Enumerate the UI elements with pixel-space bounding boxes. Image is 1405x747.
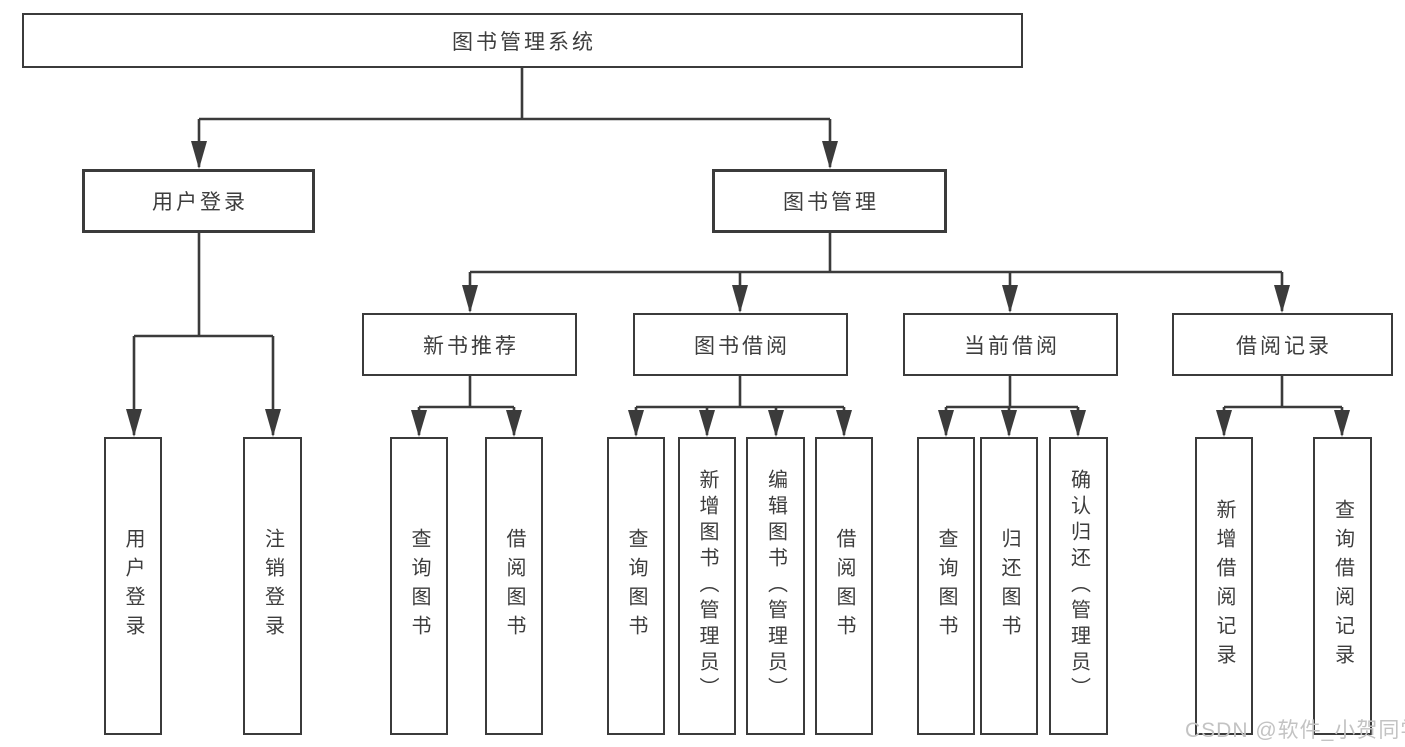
node-root-label: 图书管理系统 xyxy=(452,30,596,54)
connector-book-borrow-branch xyxy=(628,376,852,437)
leaf-query-books-current-label: 查询图书 xyxy=(935,528,957,644)
node-root: 图书管理系统 xyxy=(22,13,1023,68)
connector-borrow-records-branch xyxy=(1216,376,1350,437)
node-new-book-rec: 新书推荐 xyxy=(362,313,577,376)
leaf-add-books-label: 新增图书（管理员） xyxy=(696,469,718,703)
leaf-borrow-books-rec: 借阅图书 xyxy=(485,437,543,735)
leaf-query-borrow-record-label: 查询借阅记录 xyxy=(1331,499,1354,673)
node-borrow-records-label: 借阅记录 xyxy=(1236,334,1332,358)
leaf-user-login-label: 用户登录 xyxy=(122,528,144,644)
leaf-confirm-return-label: 确认归还（管理员） xyxy=(1067,469,1090,703)
leaf-query-books-rec-label: 查询图书 xyxy=(408,528,430,644)
leaf-logout-label: 注销登录 xyxy=(261,528,284,644)
node-current-borrow-label: 当前借阅 xyxy=(964,334,1060,358)
leaf-confirm-return: 确认归还（管理员） xyxy=(1049,437,1108,735)
leaf-add-books: 新增图书（管理员） xyxy=(678,437,736,735)
leaf-query-borrow-record: 查询借阅记录 xyxy=(1313,437,1372,735)
leaf-edit-books-label: 编辑图书（管理员） xyxy=(764,469,787,703)
leaf-borrow-books-label: 借阅图书 xyxy=(833,528,855,644)
leaf-add-borrow-record: 新增借阅记录 xyxy=(1195,437,1253,735)
node-borrow-records: 借阅记录 xyxy=(1172,313,1393,376)
csdn-watermark: CSDN @软件_小贺同学 xyxy=(1185,719,1405,742)
connector-user-login-branch xyxy=(126,233,281,437)
node-user-login-label: 用户登录 xyxy=(152,191,248,214)
connector-new-book-rec-branch xyxy=(411,376,522,437)
node-new-book-rec-label: 新书推荐 xyxy=(423,334,519,358)
leaf-return-books-label: 归还图书 xyxy=(998,528,1020,644)
leaf-query-books-borrow-label: 查询图书 xyxy=(625,528,647,644)
node-book-borrow-label: 图书借阅 xyxy=(694,334,790,358)
node-current-borrow: 当前借阅 xyxy=(903,313,1118,376)
connector-root-branch xyxy=(191,68,838,169)
leaf-add-borrow-record-label: 新增借阅记录 xyxy=(1213,499,1235,673)
leaf-logout: 注销登录 xyxy=(243,437,302,735)
leaf-query-books-borrow: 查询图书 xyxy=(607,437,665,735)
node-book-borrow: 图书借阅 xyxy=(633,313,848,376)
leaf-query-books-current: 查询图书 xyxy=(917,437,975,735)
leaf-edit-books: 编辑图书（管理员） xyxy=(746,437,805,735)
connector-current-borrow-branch xyxy=(938,376,1086,437)
leaf-borrow-books: 借阅图书 xyxy=(815,437,873,735)
leaf-borrow-books-rec-label: 借阅图书 xyxy=(503,528,525,644)
leaf-user-login: 用户登录 xyxy=(104,437,162,735)
leaf-return-books: 归还图书 xyxy=(980,437,1038,735)
node-book-mgmt: 图书管理 xyxy=(712,169,947,233)
node-user-login: 用户登录 xyxy=(82,169,315,233)
connector-book-mgmt-branch xyxy=(462,233,1290,313)
node-book-mgmt-label: 图书管理 xyxy=(783,191,879,214)
leaf-query-books-rec: 查询图书 xyxy=(390,437,448,735)
